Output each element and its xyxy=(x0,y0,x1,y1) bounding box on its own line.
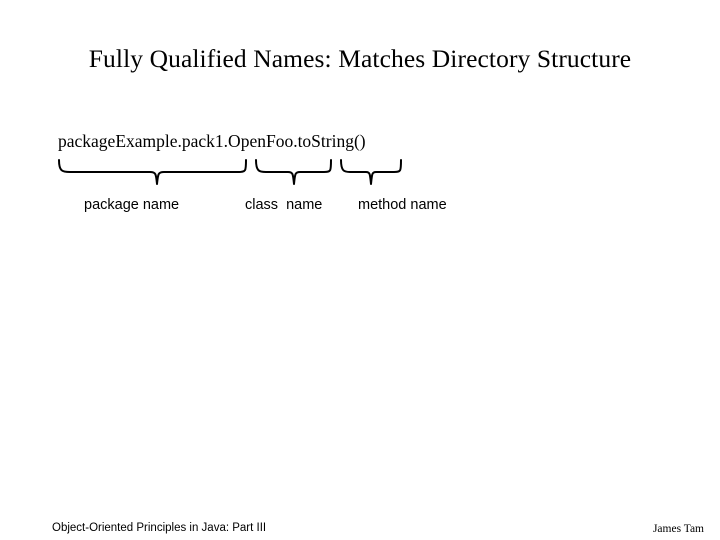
footer-author: James Tam xyxy=(652,523,704,535)
brace-class xyxy=(255,159,332,185)
page-title: Fully Qualified Names: Matches Directory… xyxy=(88,44,632,73)
brace-package xyxy=(58,159,247,185)
label-package-name: package name xyxy=(84,197,180,213)
brace-method xyxy=(340,159,402,185)
footer-course-title: Object-Oriented Principles in Java: Part… xyxy=(52,522,267,534)
code-expression-text: packageExample.pack1.OpenFoo.toString() xyxy=(58,131,366,151)
label-method-name: method name xyxy=(358,197,447,213)
label-class-name: class name xyxy=(245,197,323,213)
